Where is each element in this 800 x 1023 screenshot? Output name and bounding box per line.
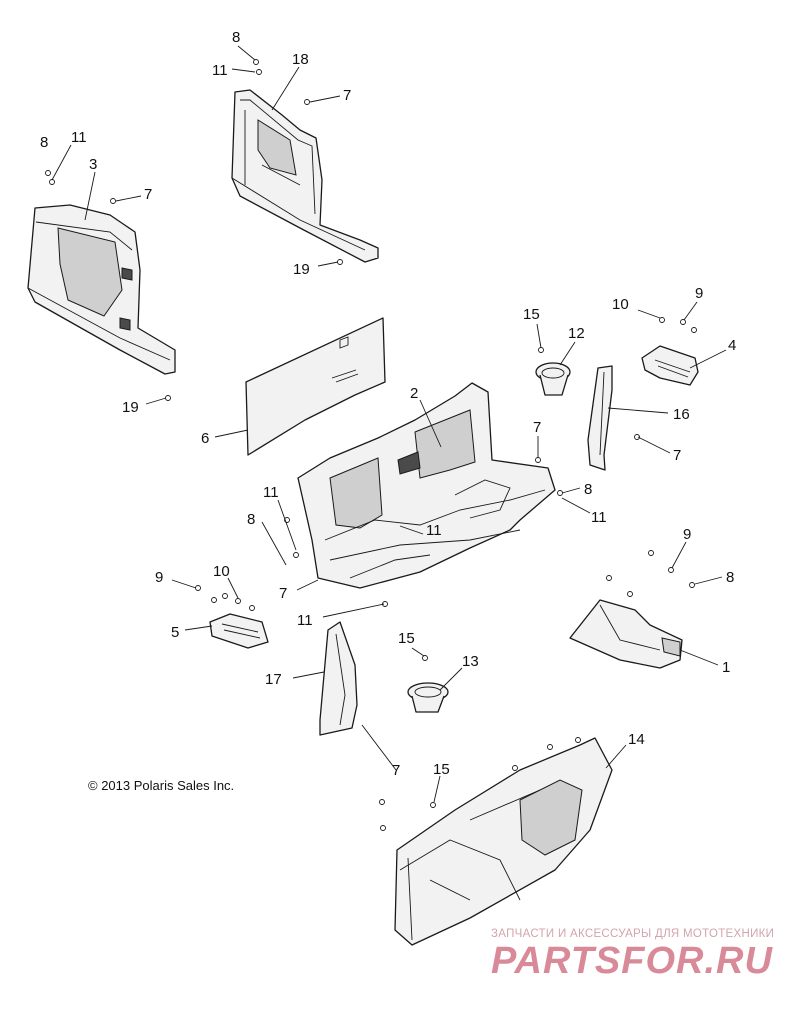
leader-lines xyxy=(51,45,727,803)
callout-7: 7 xyxy=(144,186,152,203)
part-2-floor-tray xyxy=(297,382,556,589)
callout-10: 10 xyxy=(213,563,230,580)
watermark-logo: PARTSFOR.RU xyxy=(491,940,773,982)
callout-2: 2 xyxy=(410,385,418,402)
callout-labels: 8 11 18 7 8 11 3 7 19 15 12 10 9 4 19 2 … xyxy=(40,29,736,779)
callout-9: 9 xyxy=(695,285,703,302)
callout-9: 9 xyxy=(683,526,691,543)
callout-10: 10 xyxy=(612,296,629,313)
part-1-side-bracket xyxy=(569,599,683,669)
callout-11: 11 xyxy=(71,129,87,146)
callout-15: 15 xyxy=(433,761,450,778)
callout-19: 19 xyxy=(293,261,310,278)
callout-7: 7 xyxy=(533,419,541,436)
part-14-lower-panel xyxy=(394,737,613,946)
callout-15: 15 xyxy=(523,306,540,323)
callout-8: 8 xyxy=(232,29,240,46)
callout-4: 4 xyxy=(728,337,736,354)
part-4-bracket xyxy=(641,345,699,386)
callout-11: 11 xyxy=(297,612,313,629)
callout-12: 12 xyxy=(568,325,585,342)
watermark-tagline: ЗАПЧАСТИ И АКСЕССУАРЫ ДЛЯ МОТОТЕХНИКИ xyxy=(491,928,775,940)
part-5-bracket xyxy=(209,613,269,649)
part-6-flat-panel xyxy=(245,317,386,456)
callout-11: 11 xyxy=(426,522,442,539)
callout-7: 7 xyxy=(673,447,681,464)
part-12-cup-holder xyxy=(535,362,571,396)
callout-8: 8 xyxy=(584,481,592,498)
callout-8: 8 xyxy=(40,134,48,151)
part-18-rear-panel xyxy=(231,89,379,263)
callout-11: 11 xyxy=(212,62,228,79)
part-13-cup-holder xyxy=(407,682,449,713)
callout-9: 9 xyxy=(155,569,163,586)
part-3-rear-panel xyxy=(27,204,176,375)
callout-18: 18 xyxy=(292,51,309,68)
callout-8: 8 xyxy=(247,511,255,528)
part-17-side-pillar xyxy=(319,621,358,736)
callout-13: 13 xyxy=(462,653,479,670)
callout-3: 3 xyxy=(89,156,97,173)
callout-11: 11 xyxy=(263,484,279,501)
callout-11: 11 xyxy=(591,509,607,526)
callout-16: 16 xyxy=(673,406,690,423)
callout-6: 6 xyxy=(201,430,209,447)
callout-5: 5 xyxy=(171,624,179,641)
callout-15: 15 xyxy=(398,630,415,647)
callout-8: 8 xyxy=(726,569,734,586)
callout-17: 17 xyxy=(265,671,282,688)
callout-7: 7 xyxy=(279,585,287,602)
callout-19: 19 xyxy=(122,399,139,416)
copyright-notice: © 2013 Polaris Sales Inc. xyxy=(88,778,235,793)
part-16-side-pillar xyxy=(587,365,613,471)
callout-7: 7 xyxy=(343,87,351,104)
callout-7: 7 xyxy=(392,762,400,779)
callout-1: 1 xyxy=(722,659,730,676)
callout-14: 14 xyxy=(628,731,645,748)
